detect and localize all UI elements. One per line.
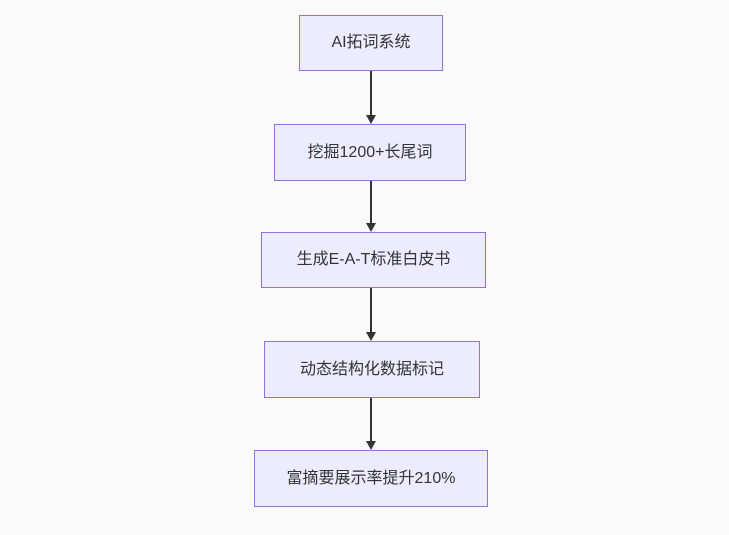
flow-node-label: 富摘要展示率提升210%	[286, 469, 456, 487]
flow-node-eat-whitepaper: 生成E-A-T标准白皮书	[261, 232, 486, 288]
flow-node-label: AI拓词系统	[331, 34, 411, 52]
arrow-down-icon	[366, 441, 376, 450]
arrow-line	[370, 288, 372, 333]
flow-node-label: 挖掘1200+长尾词	[307, 143, 433, 161]
flow-node-ai-keyword-system: AI拓词系统	[299, 15, 443, 71]
arrow-line	[370, 71, 372, 116]
flow-arrow-1	[366, 71, 376, 124]
arrow-down-icon	[366, 223, 376, 232]
flow-node-label: 动态结构化数据标记	[299, 360, 444, 378]
flow-arrow-3	[366, 288, 376, 341]
flow-arrow-2	[366, 181, 376, 232]
flow-node-longtail-mining: 挖掘1200+长尾词	[274, 124, 466, 181]
arrow-down-icon	[366, 332, 376, 341]
arrow-line	[370, 181, 372, 224]
flow-node-structured-data-markup: 动态结构化数据标记	[264, 341, 480, 398]
arrow-line	[370, 398, 372, 442]
arrow-down-icon	[366, 115, 376, 124]
flow-arrow-4	[366, 398, 376, 450]
flow-node-rich-snippet-uplift: 富摘要展示率提升210%	[254, 450, 488, 507]
flow-node-label: 生成E-A-T标准白皮书	[296, 251, 451, 269]
